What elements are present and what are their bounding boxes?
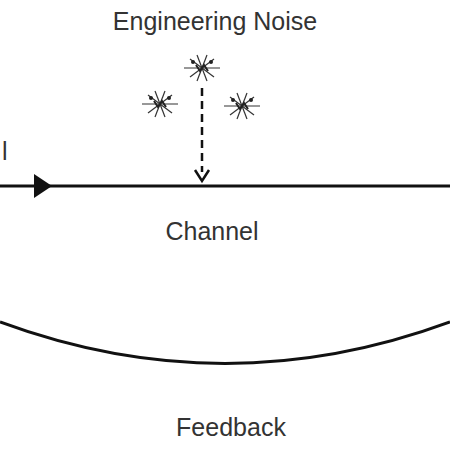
- noise-arrow: [201, 88, 204, 172]
- noise-title: Engineering Noise: [113, 8, 317, 36]
- channel-arrowhead: [34, 174, 52, 198]
- cut-label: l: [2, 138, 8, 166]
- channel-label: Channel: [165, 218, 258, 246]
- feedback-label: Feedback: [176, 414, 286, 442]
- feedback-arc: [0, 322, 450, 364]
- channel-line: [0, 185, 450, 188]
- noise-arrowhead: [195, 170, 209, 181]
- noise-symbol: [142, 91, 178, 117]
- noise-symbol: [184, 55, 220, 81]
- noise-symbol: [224, 93, 260, 119]
